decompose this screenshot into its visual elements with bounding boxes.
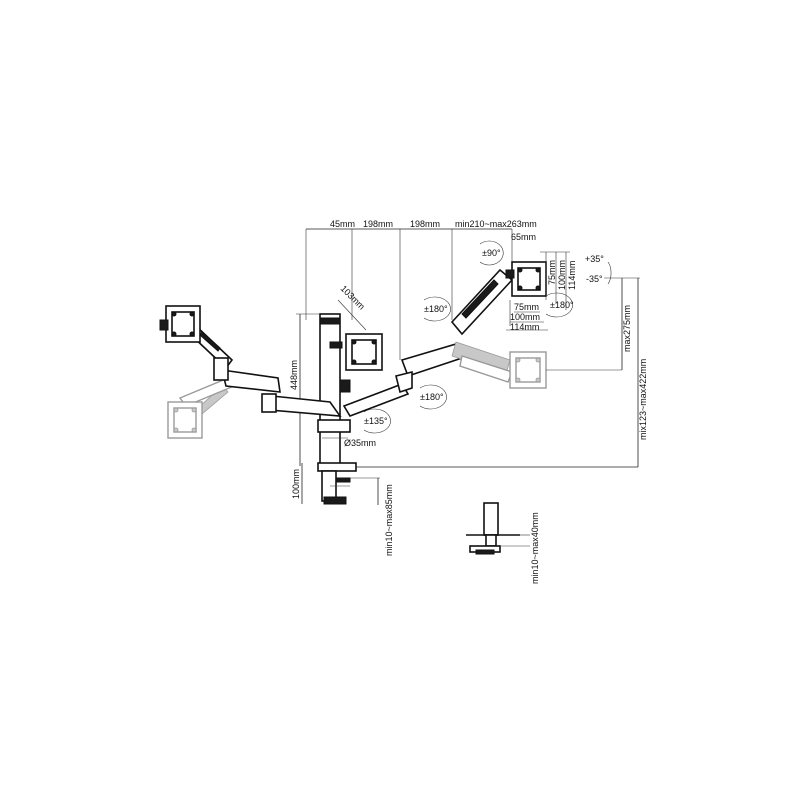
rotation-left-180: ±180° <box>424 304 448 314</box>
dim-desk-clamp: min10~max85mm <box>384 484 394 556</box>
dim-arm-range: min210~max263mm <box>455 219 537 229</box>
rotate-indicators <box>363 240 612 434</box>
center-monitor-plate <box>329 333 383 371</box>
pole-cap <box>319 317 341 325</box>
vesa-v75: 75mm <box>547 260 557 285</box>
dim-103mm: 103mm <box>339 283 367 311</box>
vesa-h75: 75mm <box>514 302 539 312</box>
dim-45mm: 45mm <box>330 219 355 229</box>
dim-height-range: mix123~max422mm <box>638 359 648 440</box>
tilt-up: +35° <box>585 254 604 264</box>
dim-103mm-line <box>337 299 367 331</box>
pole <box>319 313 341 468</box>
right-arm-ghost <box>451 341 513 383</box>
pole-collar <box>339 379 351 393</box>
rotation-plate-180: ±180° <box>550 300 574 310</box>
right-monitor-plate-ghost <box>509 351 547 389</box>
right-arm <box>342 268 514 417</box>
vesa-v100: 100mm <box>557 260 567 290</box>
dim-198mm-a: 198mm <box>363 219 393 229</box>
vesa-vertical-dims <box>540 251 570 310</box>
left-monitor-plate-ghost <box>167 401 203 439</box>
vesa-horizontal-dims <box>506 300 548 331</box>
rotation-base-135: ±135° <box>364 416 388 426</box>
vesa-h100: 100mm <box>510 312 540 322</box>
dim-198mm-b: 198mm <box>410 219 440 229</box>
base-collar <box>317 419 351 433</box>
dim-448mm: 448mm <box>289 360 299 390</box>
desk-clamp <box>317 462 357 505</box>
dim-65mm: 65mm <box>511 232 536 242</box>
vesa-v114: 114mm <box>567 261 577 290</box>
grommet-mount <box>466 502 520 555</box>
dim-grommet-clamp: min10~max40mm <box>530 512 540 584</box>
height-dims <box>546 277 640 467</box>
rotation-swivel-top: ±90° <box>482 248 501 258</box>
top-dimension-line <box>305 228 513 360</box>
dim-100mm: 100mm <box>291 469 301 499</box>
dim-height-adjust: max275mm <box>622 305 632 352</box>
rotation-mid-180: ±180° <box>420 392 444 402</box>
vesa-h114: 114mm <box>510 322 539 332</box>
dim-pole-diameter: Ø35mm <box>344 438 376 448</box>
left-monitor-plate <box>159 305 201 343</box>
tilt-down: -35° <box>586 274 603 284</box>
right-monitor-plate <box>505 261 547 297</box>
